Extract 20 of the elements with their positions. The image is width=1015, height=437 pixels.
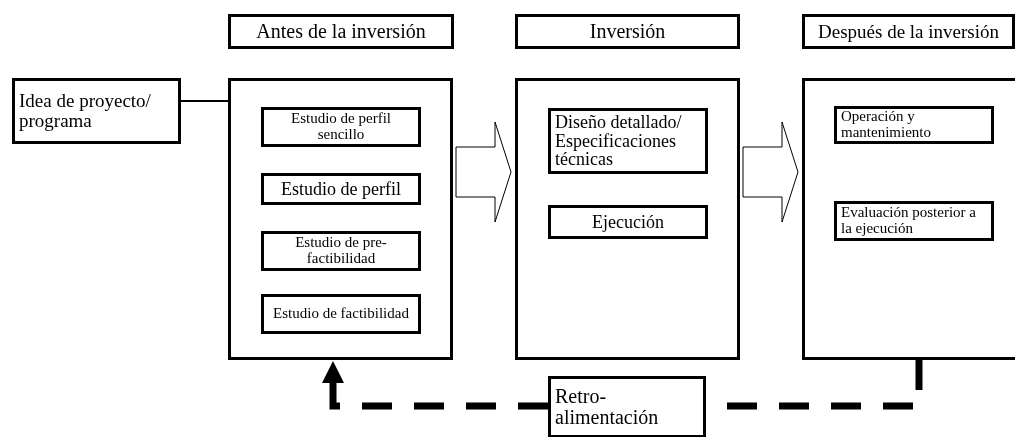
step-label: Estudio de pre-factibilidad xyxy=(294,235,388,267)
step-label: Evaluación posterior a la ejecución xyxy=(841,205,977,237)
step-label: Estudio de factibilidad xyxy=(272,306,410,322)
step-label: Operación y mantenimiento xyxy=(841,109,932,141)
feedback-arrow xyxy=(322,361,548,410)
phase-panel xyxy=(228,78,453,360)
phase-title: Después de la inversión xyxy=(817,21,1000,42)
phase-title: Inversión xyxy=(588,21,667,42)
block-arrow xyxy=(742,121,799,223)
connector-line xyxy=(180,100,229,102)
feedback-label: Retro- alimentación xyxy=(555,386,660,428)
step-label: Estudio de perfil xyxy=(280,179,402,199)
phase-panel xyxy=(515,78,740,360)
block-arrow xyxy=(455,121,512,223)
step-label: Diseño detallado/ Especificaciones técnicas xyxy=(555,112,683,170)
phase-title: Antes de la inversión xyxy=(255,21,427,42)
step-label: Estudio de perfil sencillo xyxy=(290,111,392,143)
step-label: Ejecución xyxy=(591,212,665,232)
step-label: Idea de proyecto/ programa xyxy=(19,91,152,131)
phase-panel xyxy=(802,78,1015,360)
